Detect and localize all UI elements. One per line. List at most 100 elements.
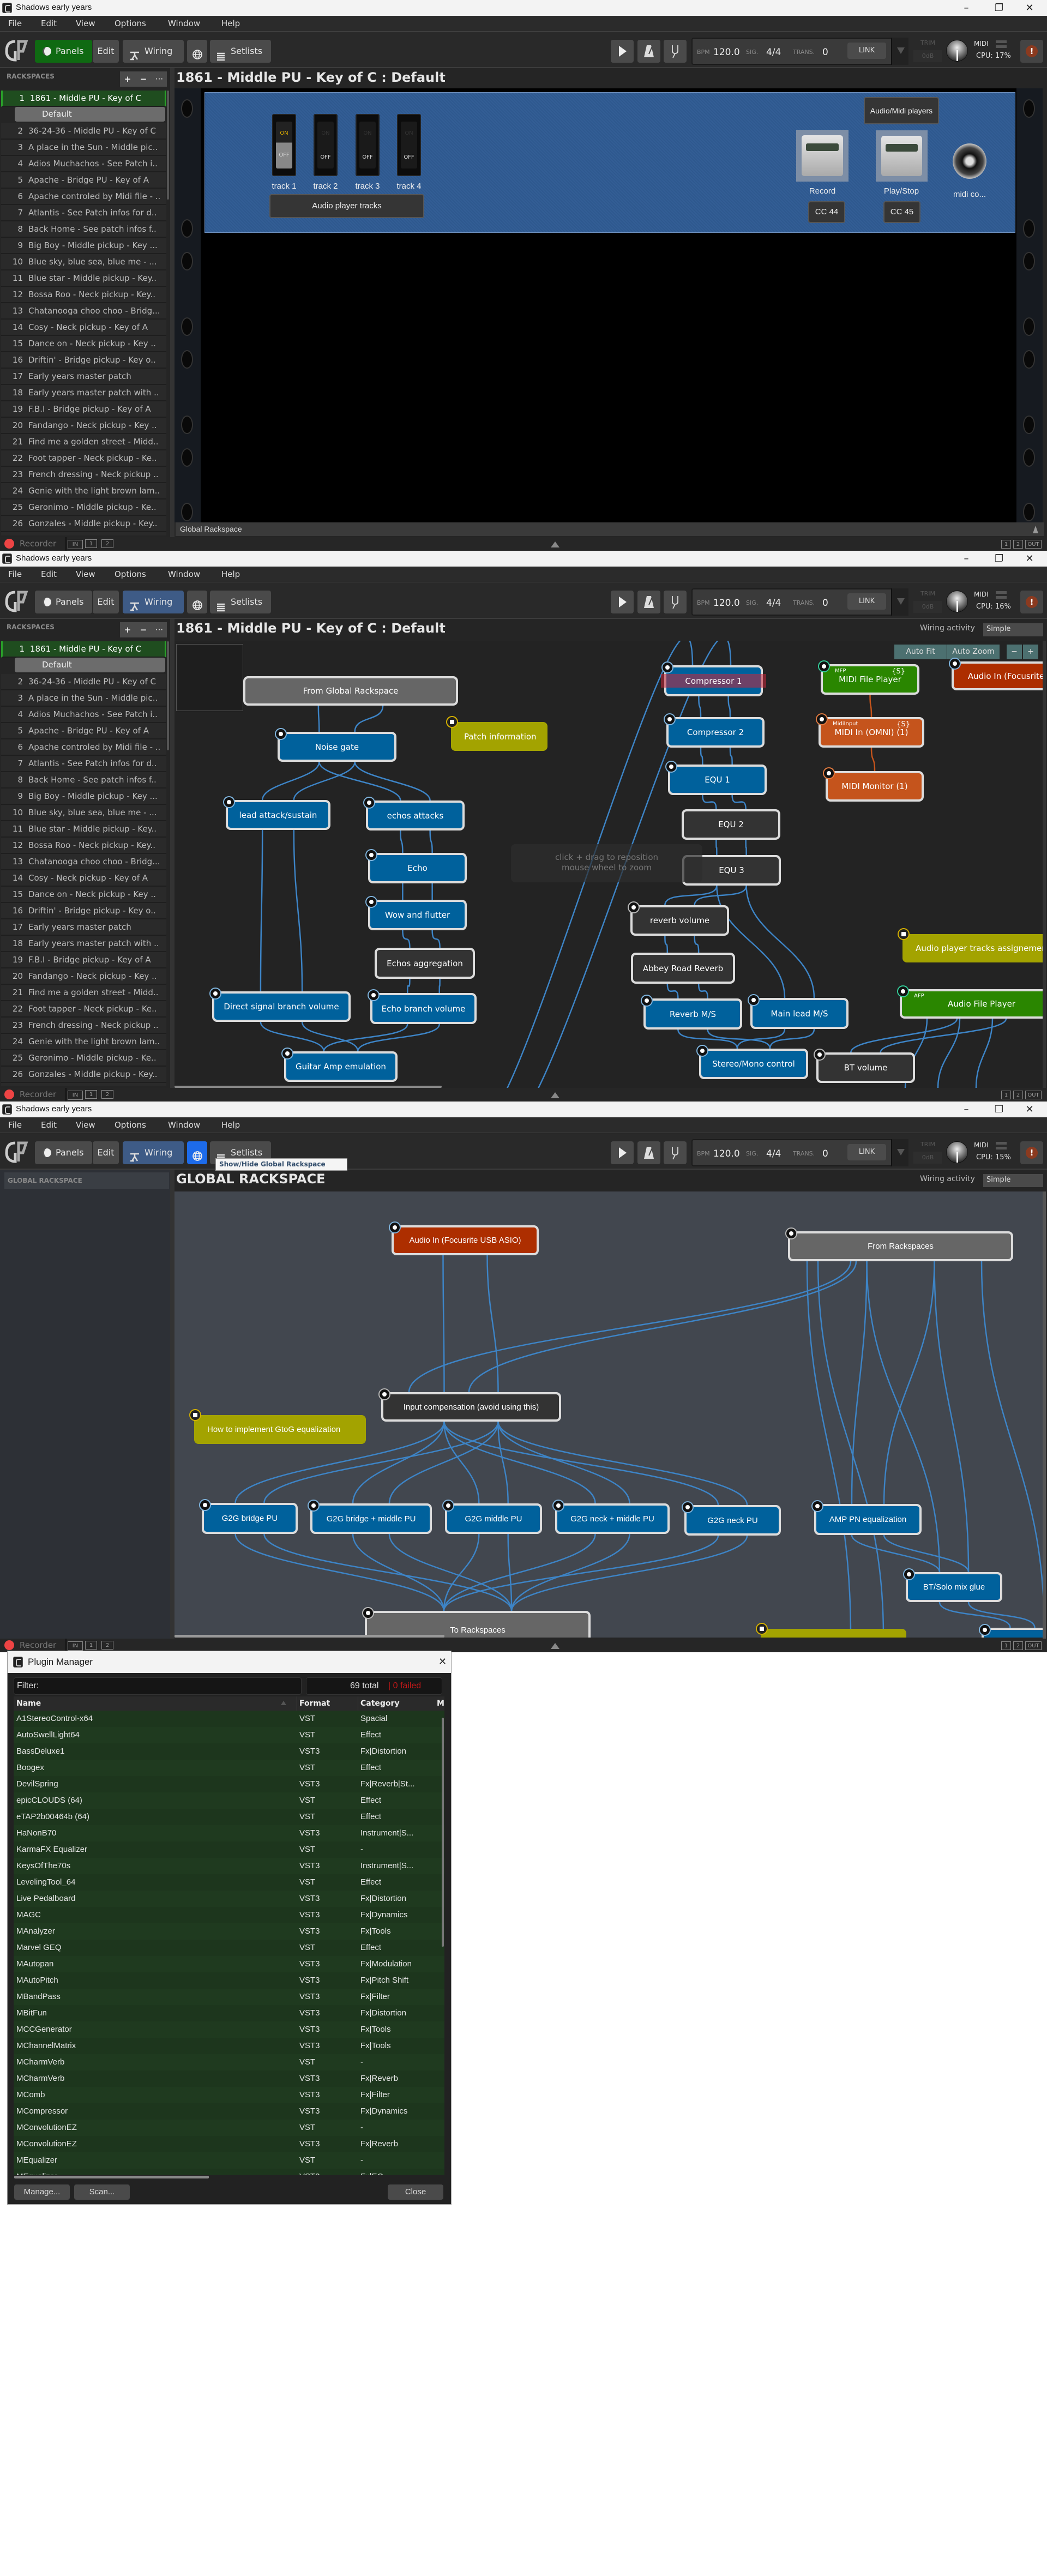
wiring-activity-select[interactable]: Simple bbox=[983, 623, 1043, 636]
play-button[interactable] bbox=[611, 40, 634, 63]
minimize-button[interactable]: – bbox=[955, 1102, 977, 1117]
edit-button[interactable]: Edit bbox=[93, 591, 119, 613]
knob-icon[interactable] bbox=[811, 1500, 823, 1512]
global-rackspace-button[interactable] bbox=[187, 1141, 207, 1164]
master-volume-knob[interactable] bbox=[946, 40, 968, 62]
knob-icon[interactable] bbox=[281, 1048, 293, 1060]
more-options-button[interactable]: ··· bbox=[152, 71, 167, 87]
output-out-toggle[interactable]: OUT bbox=[1025, 540, 1042, 549]
wiring-button[interactable]: Wiring bbox=[123, 40, 184, 63]
knob-icon[interactable] bbox=[199, 1499, 211, 1511]
zoom-in-button[interactable]: + bbox=[1023, 645, 1038, 659]
global-rackspace-button[interactable] bbox=[187, 40, 207, 63]
output-1-toggle[interactable]: 1 bbox=[1001, 1091, 1011, 1099]
rackspace-item[interactable]: 27Guitar tango - Neck pickup - K.. bbox=[1, 1083, 166, 1086]
close-button[interactable]: Close bbox=[388, 2184, 443, 2200]
edit-button[interactable]: Edit bbox=[93, 40, 119, 63]
alert-button[interactable] bbox=[1020, 40, 1043, 63]
menu-file[interactable]: File bbox=[8, 1120, 22, 1130]
play-cc-button[interactable]: CC 45 bbox=[883, 201, 920, 223]
input-1-toggle[interactable]: 1 bbox=[85, 1090, 97, 1099]
wiring-button[interactable]: Wiring bbox=[123, 1141, 184, 1164]
metronome-button[interactable] bbox=[637, 591, 660, 613]
knob-icon[interactable] bbox=[661, 661, 673, 673]
menu-edit[interactable]: Edit bbox=[41, 1120, 57, 1130]
metronome-button[interactable] bbox=[637, 1141, 660, 1164]
node-echos-aggregation[interactable]: Echos aggregation bbox=[375, 948, 475, 979]
mixer-icon[interactable] bbox=[628, 901, 640, 913]
output-2-toggle[interactable]: 2 bbox=[1013, 1091, 1023, 1099]
input-2-toggle[interactable]: 2 bbox=[101, 539, 113, 548]
node-stereo-mono-control[interactable]: Stereo/Mono control bbox=[696, 1045, 808, 1079]
alert-button[interactable] bbox=[1020, 591, 1043, 613]
note-icon[interactable] bbox=[189, 1409, 201, 1421]
player-icon[interactable] bbox=[818, 660, 830, 672]
knob-icon[interactable] bbox=[903, 1568, 915, 1580]
mixer-icon[interactable] bbox=[378, 1388, 390, 1400]
sidebar-scrollbar[interactable] bbox=[167, 641, 169, 750]
knob-icon[interactable] bbox=[365, 896, 377, 908]
node-compressor-1[interactable]: Compressor 1 bbox=[661, 661, 766, 696]
menu-file[interactable]: File bbox=[8, 19, 22, 28]
more-options-button[interactable]: ··· bbox=[152, 622, 167, 637]
vertical-scrollbar[interactable] bbox=[1043, 641, 1046, 1088]
play-button[interactable] bbox=[611, 1141, 634, 1164]
node-g2g-middle-pu[interactable]: G2G middle PU bbox=[442, 1500, 542, 1534]
bpm-value[interactable]: 120.0 bbox=[713, 47, 740, 58]
manage-button[interactable]: Manage... bbox=[14, 2184, 70, 2200]
knob-icon[interactable] bbox=[641, 995, 653, 1007]
menu-view[interactable]: View bbox=[76, 19, 95, 28]
node-midi-in-omni-1[interactable]: MIDI In (OMNI) (1)MidiInput{S} bbox=[816, 713, 924, 748]
knob-icon[interactable] bbox=[664, 713, 676, 725]
knob-icon[interactable] bbox=[682, 1501, 694, 1513]
knob-icon[interactable] bbox=[979, 1624, 991, 1636]
menu-view[interactable]: View bbox=[76, 1120, 95, 1130]
wiring-activity-select[interactable]: Simple bbox=[983, 1174, 1043, 1187]
trim-value[interactable]: 0dB bbox=[913, 601, 942, 613]
vertical-scrollbar[interactable] bbox=[1043, 1191, 1046, 1639]
node-amp-pn-equalization[interactable]: AMP PN equalization bbox=[811, 1500, 922, 1535]
minimap[interactable] bbox=[176, 644, 243, 711]
input-1-toggle[interactable]: 1 bbox=[85, 539, 97, 548]
node-audio-in-focusrite[interactable]: Audio In (Focusrite bbox=[949, 658, 1043, 690]
trim-value[interactable]: 0dB bbox=[913, 1152, 942, 1164]
node-g2g-bridge-pu[interactable]: G2G bridge PU bbox=[199, 1499, 298, 1534]
scan-button[interactable]: Scan... bbox=[74, 2184, 130, 2200]
knob-icon[interactable] bbox=[365, 849, 377, 861]
expand-up-icon[interactable] bbox=[551, 1643, 559, 1649]
horizontal-scrollbar[interactable] bbox=[174, 1086, 442, 1088]
variation-item-default[interactable]: Default bbox=[15, 658, 165, 672]
